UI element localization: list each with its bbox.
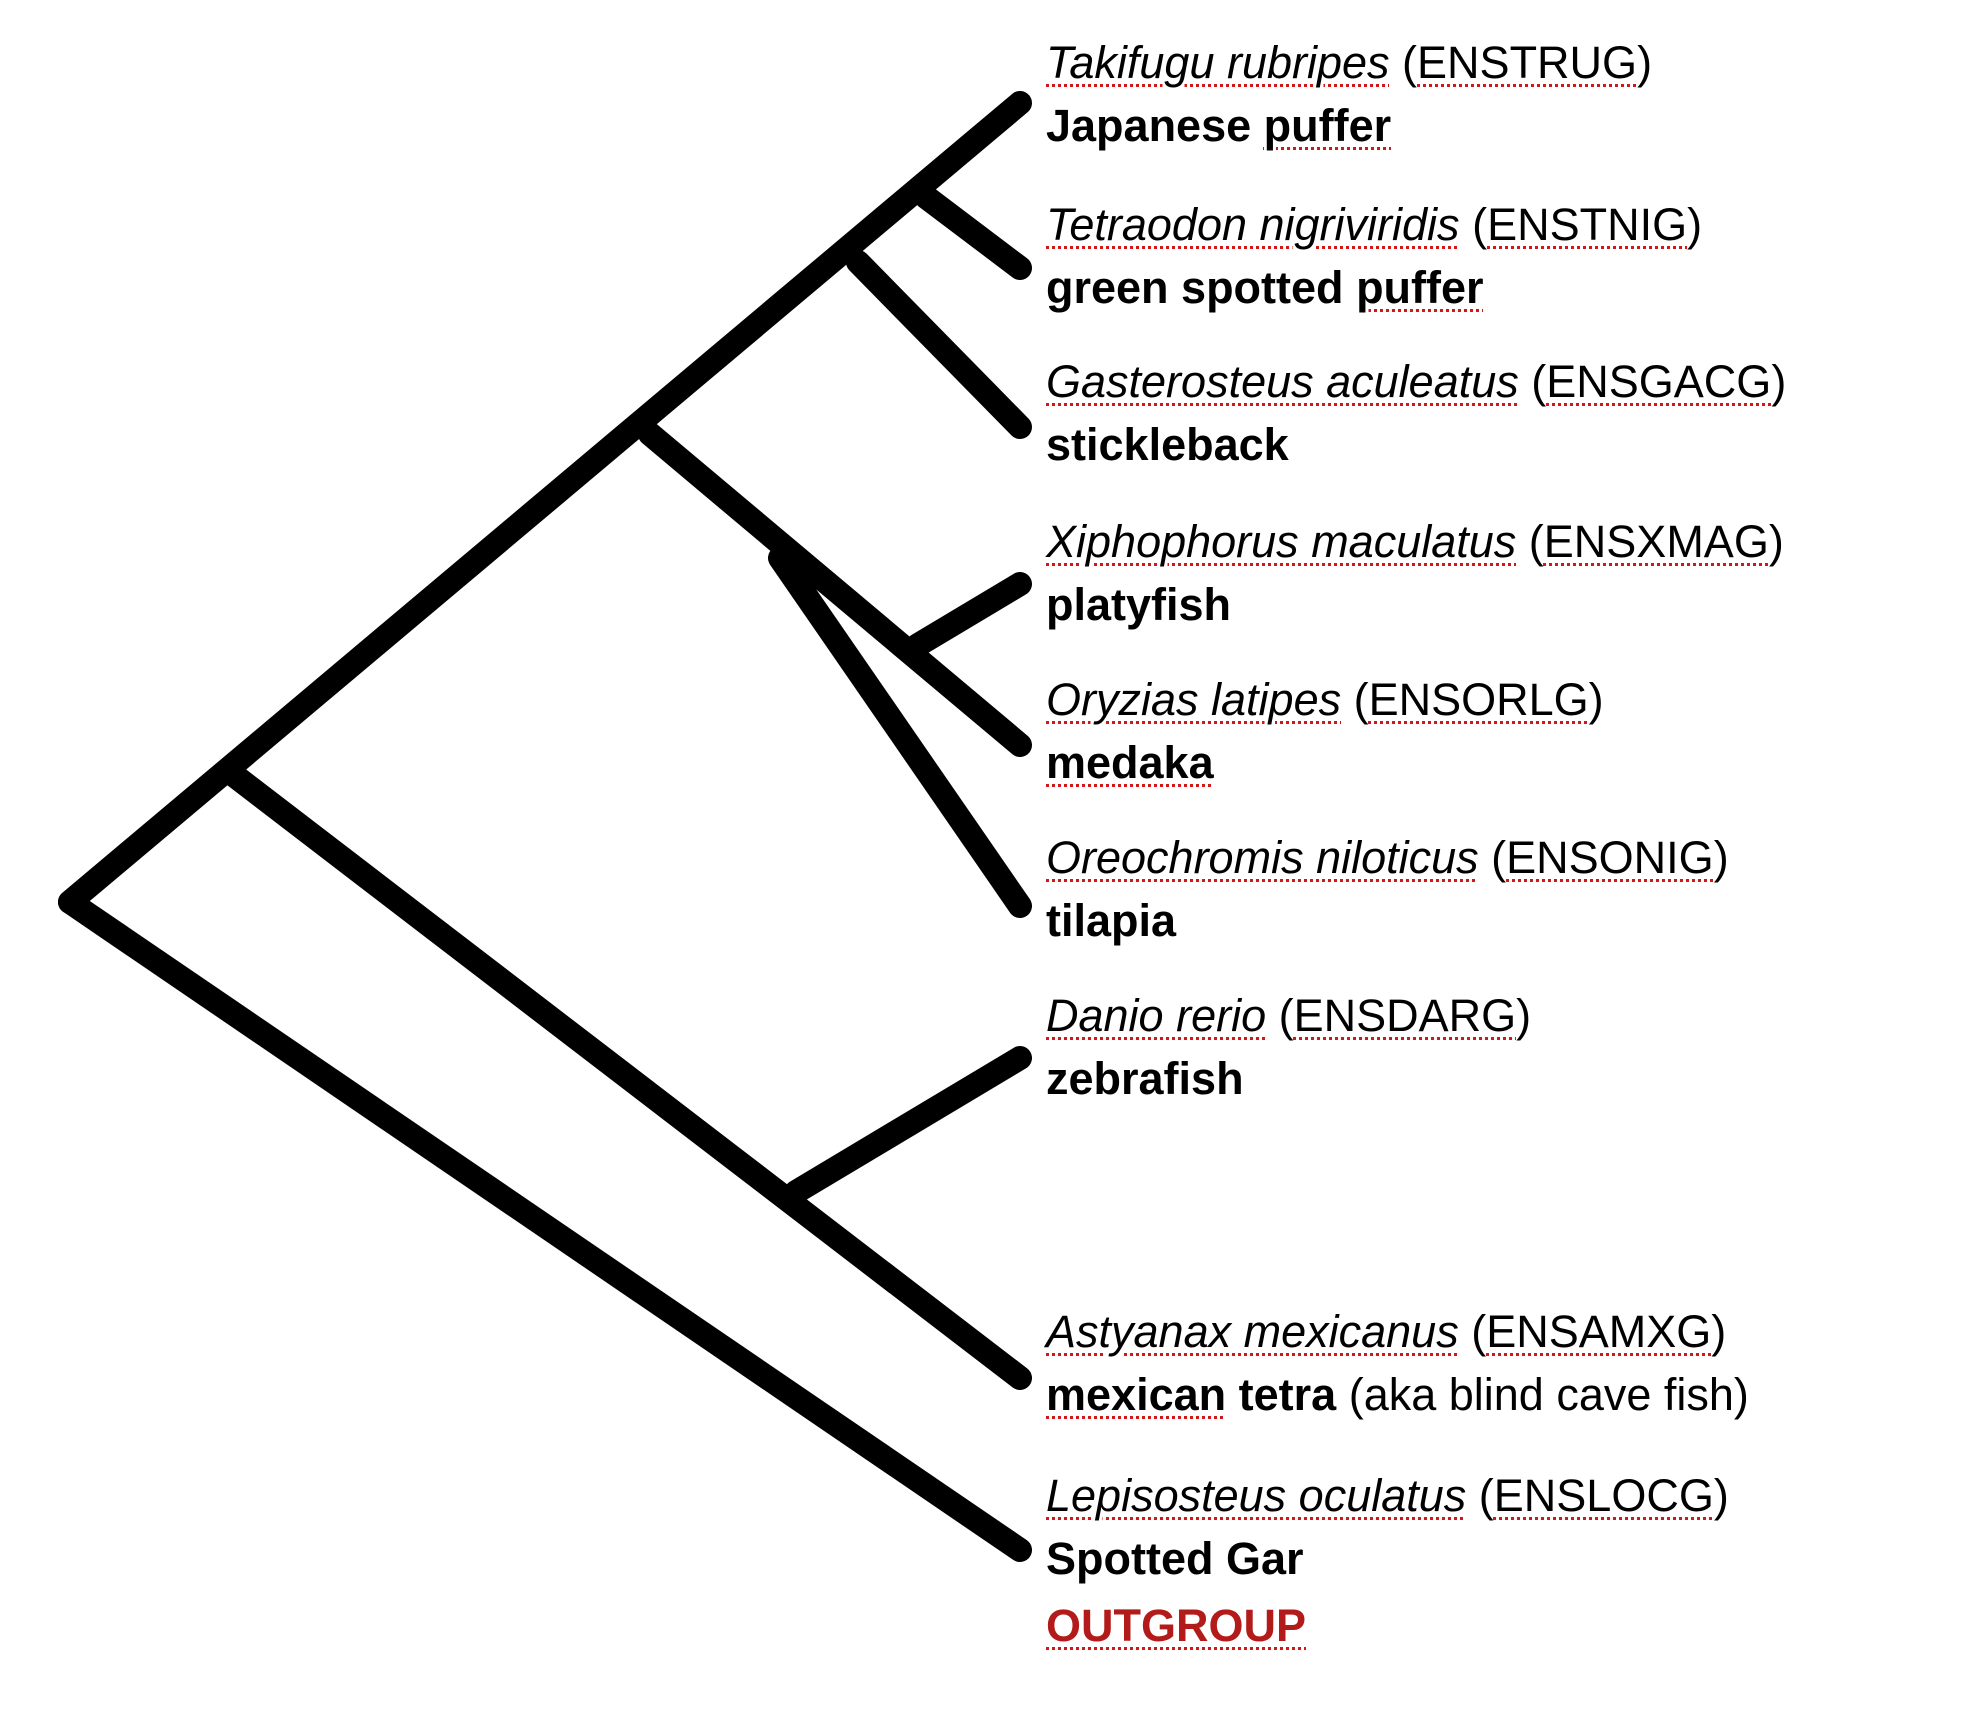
common-name-line: Spotted Gar [1046, 1527, 1729, 1590]
taxon-name-line: Gasterosteus aculeatus (ENSGACG) [1046, 350, 1786, 413]
scientific-name: Astyanax mexicanus [1046, 1306, 1459, 1357]
branch-node-to-tilapia [768, 546, 1032, 918]
scientific-name: Tetraodon nigriviridis [1046, 199, 1460, 250]
taxon-label-danio: Danio rerio (ENSDARG) zebrafish [1046, 984, 1531, 1110]
ensembl-code-text: ENSAMXG [1486, 1306, 1712, 1357]
scientific-name: Gasterosteus aculeatus [1046, 356, 1519, 407]
taxon-name-line: Lepisosteus oculatus (ENSLOCG) [1046, 1464, 1729, 1527]
common-name-line: zebrafish [1046, 1047, 1531, 1110]
taxon-name-line: Oryzias latipes (ENSORLG) [1046, 668, 1604, 731]
common-name-flagged-word: medaka [1046, 737, 1214, 788]
taxon-label-gasterosteus: Gasterosteus aculeatus (ENSGACG) stickleb… [1046, 350, 1786, 476]
taxon-name-line: Tetraodon nigriviridis (ENSTNIG) [1046, 193, 1702, 256]
common-name: tilapia [1046, 895, 1177, 946]
common-name: Japanese [1046, 100, 1252, 151]
taxon-name-line: Danio rerio (ENSDARG) [1046, 984, 1531, 1047]
ensembl-code-text: ENSLOCG [1493, 1470, 1714, 1521]
ensembl-code-text: ENSONIG [1506, 832, 1714, 883]
taxon-label-oreochromis: Oreochromis niloticus (ENSONIG) tilapia [1046, 826, 1729, 952]
common-name: zebrafish [1046, 1053, 1244, 1104]
common-name-line: tilapia [1046, 889, 1729, 952]
common-name-line: stickleback [1046, 413, 1786, 476]
common-name: Spotted Gar [1046, 1533, 1304, 1584]
scientific-name: Lepisosteus oculatus [1046, 1470, 1467, 1521]
common-name-tail: tetra [1238, 1369, 1337, 1420]
scientific-name: Danio rerio [1046, 990, 1267, 1041]
ensembl-code: (ENSAMXG) [1458, 1306, 1727, 1357]
ensembl-code-text: ENSTRUG [1417, 37, 1638, 88]
taxon-label-takifugu: Takifugu rubripes (ENSTRUG)Japanese puff… [1046, 31, 1652, 157]
ensembl-code-text: ENSGACG [1546, 356, 1772, 407]
ensembl-code: (ENSDARG) [1266, 990, 1532, 1041]
scientific-name: Takifugu rubripes [1046, 37, 1390, 88]
common-name-flagged-word: puffer [1263, 100, 1392, 151]
common-name-flagged-word: puffer [1356, 262, 1484, 313]
ensembl-code: (ENSXMAG) [1516, 516, 1784, 567]
taxon-name-line: Astyanax mexicanus (ENSAMXG) [1046, 1300, 1749, 1363]
taxon-name-line: Takifugu rubripes (ENSTRUG) [1046, 31, 1652, 94]
ensembl-code: (ENSTNIG) [1459, 199, 1703, 250]
taxon-name-line: Oreochromis niloticus (ENSONIG) [1046, 826, 1729, 889]
common-name-note: (aka blind cave fish) [1348, 1369, 1749, 1420]
branch-root-to-upper [58, 91, 1032, 914]
taxon-label-astyanax: Astyanax mexicanus (ENSAMXG)mexican tetr… [1046, 1300, 1749, 1426]
common-name: green spotted [1046, 262, 1344, 313]
branch-node-to-zebrafish [784, 1046, 1032, 1204]
branch-node-to-stickleback [846, 250, 1032, 439]
ensembl-code: (ENSORLG) [1341, 674, 1604, 725]
scientific-name: Xiphophorus maculatus [1046, 516, 1517, 567]
outgroup-line: OUTGROUP [1046, 1594, 1729, 1657]
ensembl-code-text: ENSXMAG [1543, 516, 1769, 567]
taxon-label-xiphophorus: Xiphophorus maculatus (ENSXMAG) platyfish [1046, 510, 1784, 636]
taxon-label-oryzias: Oryzias latipes (ENSORLG) medaka [1046, 668, 1604, 794]
ensembl-code: (ENSONIG) [1478, 832, 1729, 883]
scientific-name: Oryzias latipes [1046, 674, 1342, 725]
common-name: stickleback [1046, 419, 1289, 470]
branch-node-to-medaka [638, 422, 1032, 757]
ensembl-code-text: ENSDARG [1293, 990, 1517, 1041]
taxon-label-lepisosteus: Lepisosteus oculatus (ENSLOCG) Spotted Ga… [1046, 1464, 1729, 1657]
ensembl-code: (ENSLOCG) [1466, 1470, 1729, 1521]
ensembl-code-text: ENSTNIG [1487, 199, 1688, 250]
ensembl-code: (ENSGACG) [1518, 356, 1787, 407]
common-name-line: mexican tetra (aka blind cave fish) [1046, 1363, 1749, 1426]
common-name-line: green spotted puffer [1046, 256, 1702, 319]
scientific-name: Oreochromis niloticus [1046, 832, 1479, 883]
common-name-line: medaka [1046, 731, 1604, 794]
common-name-line: platyfish [1046, 573, 1784, 636]
ensembl-code-text: ENSORLG [1368, 674, 1589, 725]
common-name: platyfish [1046, 579, 1232, 630]
ensembl-code: (ENSTRUG) [1389, 37, 1653, 88]
outgroup-label: OUTGROUP [1046, 1600, 1307, 1651]
common-name-flagged-word: mexican [1046, 1369, 1227, 1420]
taxon-label-tetraodon: Tetraodon nigriviridis (ENSTNIG)green sp… [1046, 193, 1702, 319]
branch-node-to-platyfish [906, 572, 1032, 657]
branch-root-to-lower [58, 890, 1032, 1562]
common-name-line: Japanese puffer [1046, 94, 1652, 157]
branch-node-to-green-puffer [914, 185, 1032, 280]
taxon-name-line: Xiphophorus maculatus (ENSXMAG) [1046, 510, 1784, 573]
branch-node-to-tetra [219, 761, 1032, 1390]
